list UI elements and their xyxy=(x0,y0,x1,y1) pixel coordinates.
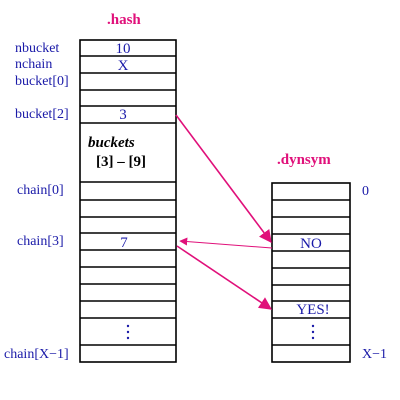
arrow-dynsym3-to-chain3 xyxy=(179,237,273,249)
hash-table-border xyxy=(79,39,177,363)
bucket-2-value: 3 xyxy=(119,107,127,123)
hash-table xyxy=(79,39,177,363)
dynsym-index-last: X−1 xyxy=(362,347,387,362)
nchain-value: X xyxy=(118,58,129,74)
arrow-chain3-to-dynsym7 xyxy=(176,245,273,310)
hash-section-title: .hash xyxy=(107,12,141,28)
dynsym-index-first: 0 xyxy=(362,184,369,199)
dynsym-ellipsis xyxy=(311,324,315,340)
dynsym-table-border xyxy=(271,182,351,363)
dynsym-yes-value: YES! xyxy=(296,302,329,318)
label-nbucket: nbucket xyxy=(15,41,59,56)
nbucket-value: 10 xyxy=(116,41,131,57)
label-nchain: nchain xyxy=(15,57,52,72)
chain-3-value: 7 xyxy=(120,235,128,251)
dynsym-table xyxy=(271,182,351,363)
hash-ellipsis xyxy=(126,324,130,340)
buckets-note-title: buckets xyxy=(88,135,135,151)
buckets-note-range: [3] – [9] xyxy=(96,154,146,170)
label-bucket-0: bucket[0] xyxy=(15,74,69,89)
arrow-bucket2-to-dynsym3 xyxy=(175,114,272,244)
label-chain-3: chain[3] xyxy=(17,234,64,249)
label-chain-last: chain[X−1] xyxy=(4,347,69,362)
dynsym-no-value: NO xyxy=(300,236,322,252)
label-bucket-2: bucket[2] xyxy=(15,107,69,122)
dynsym-section-title: .dynsym xyxy=(277,152,331,168)
label-chain-0: chain[0] xyxy=(17,183,64,198)
